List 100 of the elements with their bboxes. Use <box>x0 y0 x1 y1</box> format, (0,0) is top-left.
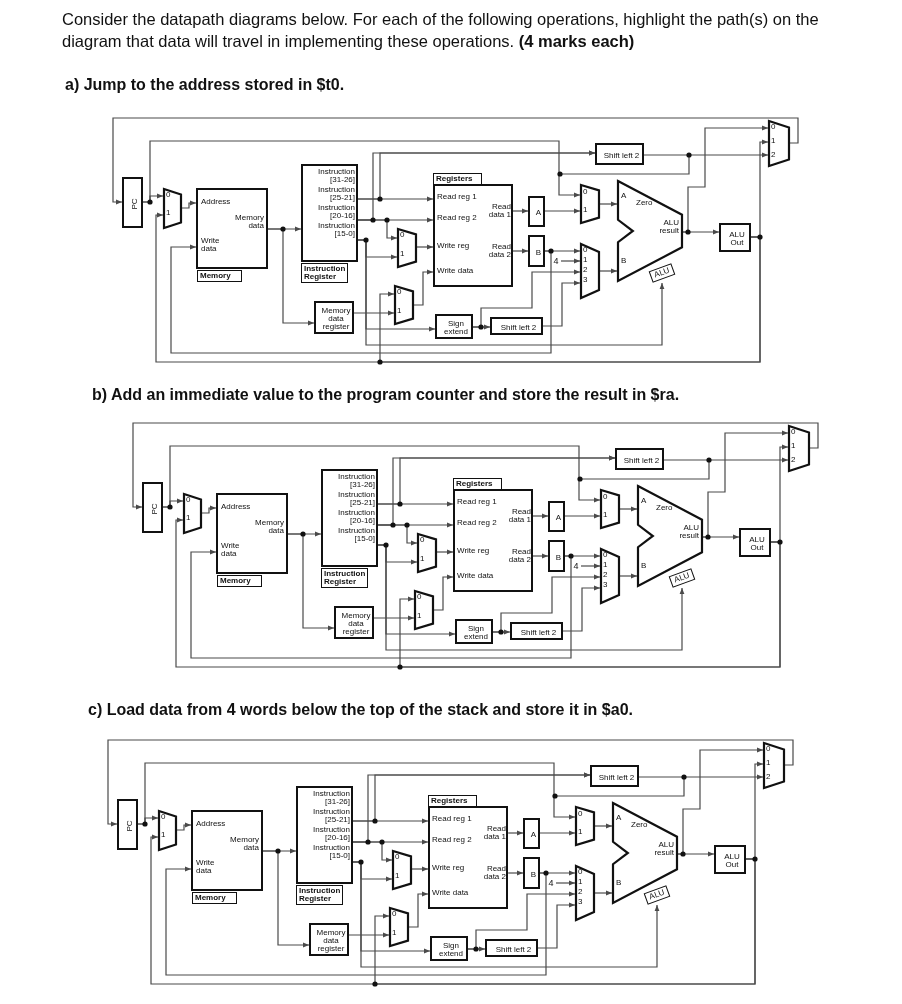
mux-input-label: 0 <box>578 868 584 876</box>
wire-arrow <box>155 212 761 363</box>
unit-label: Memory data register <box>315 929 347 953</box>
shifter-box <box>490 317 543 335</box>
wire-arrow <box>555 880 576 886</box>
unit-label: B <box>534 249 543 257</box>
wire-arrow <box>413 269 434 306</box>
unit-label: B <box>529 871 538 879</box>
unit-label: Write data <box>457 572 494 580</box>
wire-arrow <box>599 268 618 274</box>
register-box <box>314 301 354 334</box>
mux-input-label: 1 <box>766 759 772 767</box>
unit-label: Memory data <box>254 519 284 535</box>
shifter-box <box>590 765 639 787</box>
unit-label: Read data 2 <box>482 865 506 881</box>
instruction-paragraph: Consider the datapath diagrams below. For each of the following operations, highlight the path(s) on the diagram that data will travel in implementing these operations. (4 marks each) <box>62 9 820 52</box>
mux-input-label: 1 <box>578 878 584 886</box>
alu-port-label: A <box>616 814 622 822</box>
unit-label: A <box>534 209 543 217</box>
wire-arrow <box>663 457 789 463</box>
wire-arrow <box>352 772 591 822</box>
unit-label: Instruction [20-16] <box>312 826 350 842</box>
wire-arrow <box>512 208 529 214</box>
register-box <box>548 501 565 532</box>
unit-title: Registers <box>453 478 502 490</box>
wire-arrow <box>677 747 764 855</box>
shifter-box <box>595 143 644 165</box>
sign-extend-unit <box>435 314 473 339</box>
unit-label: Write reg <box>432 864 465 872</box>
wire-arrow <box>142 140 581 203</box>
mux-input-label: 1 <box>161 831 167 839</box>
mux-input-label: 1 <box>417 612 423 620</box>
mux-input-label: 1 <box>583 206 589 214</box>
unit-label: Shift left 2 <box>602 152 641 160</box>
mux-input-label: 0 <box>578 810 584 818</box>
mux-input-label: 1 <box>791 442 797 450</box>
wire-arrow <box>357 150 596 200</box>
unit-title: Instruction Register <box>296 885 343 905</box>
unit-label: Instruction [15-0] <box>312 844 350 860</box>
mux-input-label: 1 <box>395 872 401 880</box>
unit-label: A <box>529 831 538 839</box>
unit-label: Shift left 2 <box>622 457 661 465</box>
unit-label: Memory data <box>229 836 259 852</box>
unit-title: Registers <box>433 173 482 185</box>
unit-label: Memory data register <box>340 612 372 636</box>
unit-label: Instruction [31-26] <box>317 168 355 184</box>
unit-label: Read reg 2 <box>432 836 472 844</box>
wire-arrow <box>638 774 764 780</box>
unit-label: Address <box>196 820 226 828</box>
wire-arrow <box>436 549 454 555</box>
register-box <box>334 606 374 639</box>
alu-port-label: Zero <box>631 821 648 829</box>
unit-label: Read reg 1 <box>457 498 497 506</box>
wire-arrow <box>750 139 769 238</box>
mux-input-label: 3 <box>578 898 584 906</box>
register-box <box>739 528 771 557</box>
unit-label: Read data 1 <box>482 825 506 841</box>
unit-label: Instruction [25-21] <box>337 491 375 507</box>
unit-label: Read data 1 <box>487 203 511 219</box>
register-box <box>714 845 746 874</box>
wire-arrow <box>507 870 524 876</box>
alu-port-label: A <box>641 497 647 505</box>
mux-input-label: 1 <box>392 929 398 937</box>
unit-title: Memory <box>197 270 242 282</box>
mux-input-label: 0 <box>186 496 192 504</box>
question-heading: b) Add an immediate value to the program counter and store the result in $ra. <box>92 386 680 404</box>
wire-arrow <box>643 152 769 158</box>
wire-arrow <box>162 445 601 508</box>
sign-extend-unit <box>455 619 493 644</box>
mux-input-label: 0 <box>603 493 609 501</box>
unit-title: Instruction Register <box>321 568 368 588</box>
register-box <box>528 235 545 267</box>
unit-label: Instruction [20-16] <box>337 509 375 525</box>
unit-label: Instruction [20-16] <box>317 204 355 220</box>
wire-arrow <box>560 258 581 264</box>
wire-arrow <box>467 946 486 952</box>
unit-label: Memory data <box>234 214 264 230</box>
unit-label: Instruction [25-21] <box>317 186 355 202</box>
mux-input-label: 1 <box>578 828 584 836</box>
wire-arrow <box>564 513 601 519</box>
mux-input-label: 0 <box>397 288 403 296</box>
unit-label: Shift left 2 <box>494 946 533 954</box>
unit-label: ALU Out <box>748 536 766 552</box>
wire-arrow <box>619 506 638 512</box>
wire-arrow <box>492 629 511 635</box>
unit-label: Write reg <box>457 547 490 555</box>
mux-input-label: 1 <box>400 250 406 258</box>
mux-input-label: 3 <box>583 276 589 284</box>
wire-arrow <box>170 244 552 354</box>
shifter-box <box>615 448 664 470</box>
shifter-box <box>485 939 538 957</box>
mux-input-label: 1 <box>186 514 192 522</box>
wire-arrow <box>542 280 581 327</box>
question-heading: a) Jump to the address stored in $t0. <box>65 76 345 94</box>
unit-label: Memory data register <box>320 307 352 331</box>
wire-arrow <box>181 200 197 209</box>
wire-arrow <box>532 553 549 559</box>
register-box <box>309 923 349 956</box>
wire-arrow <box>599 201 618 207</box>
wire-arrow <box>594 823 613 829</box>
